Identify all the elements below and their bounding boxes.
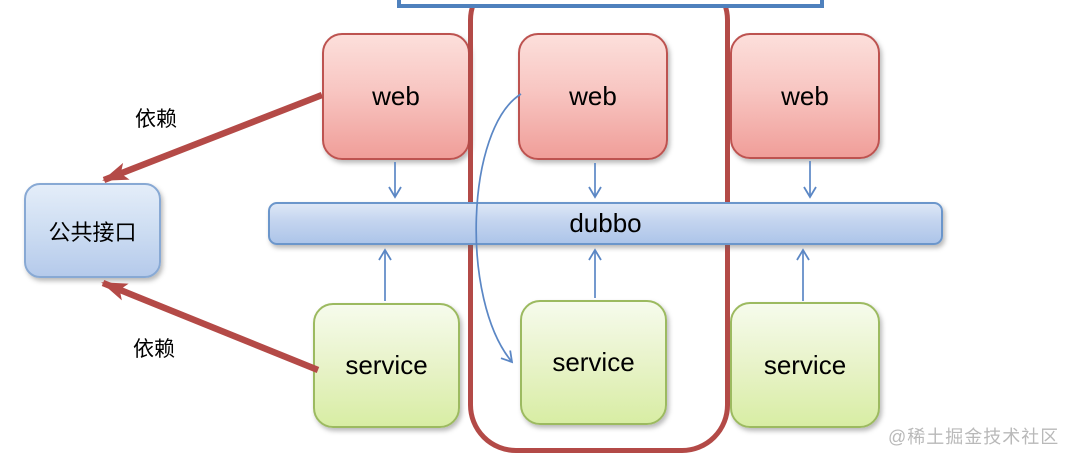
dubbo-bus-label: dubbo: [569, 208, 642, 238]
watermark: @稀土掘金技术社区: [888, 427, 1060, 447]
top-title-bar: [397, 0, 824, 8]
dubbo-bus: dubbo: [268, 202, 943, 245]
service-node-3-label: service: [763, 349, 847, 380]
service-node-2-label: service: [552, 347, 635, 377]
web-node-3: web: [730, 33, 880, 159]
service-node-1-label: service: [345, 350, 428, 380]
service-node-1: service: [313, 303, 460, 428]
web-node-2-label: web: [569, 81, 617, 111]
web-node-3-label: web: [781, 80, 829, 111]
dependency-label-1: 依赖: [135, 108, 177, 131]
dependency-label-2: 依赖: [133, 338, 175, 361]
web-node-1: web: [322, 33, 470, 160]
service-node-3: service: [730, 302, 880, 428]
public-interface-label: 公共接口: [48, 219, 137, 245]
web-node-1-label: web: [372, 81, 420, 111]
public-interface-node: 公共接口: [24, 183, 161, 278]
